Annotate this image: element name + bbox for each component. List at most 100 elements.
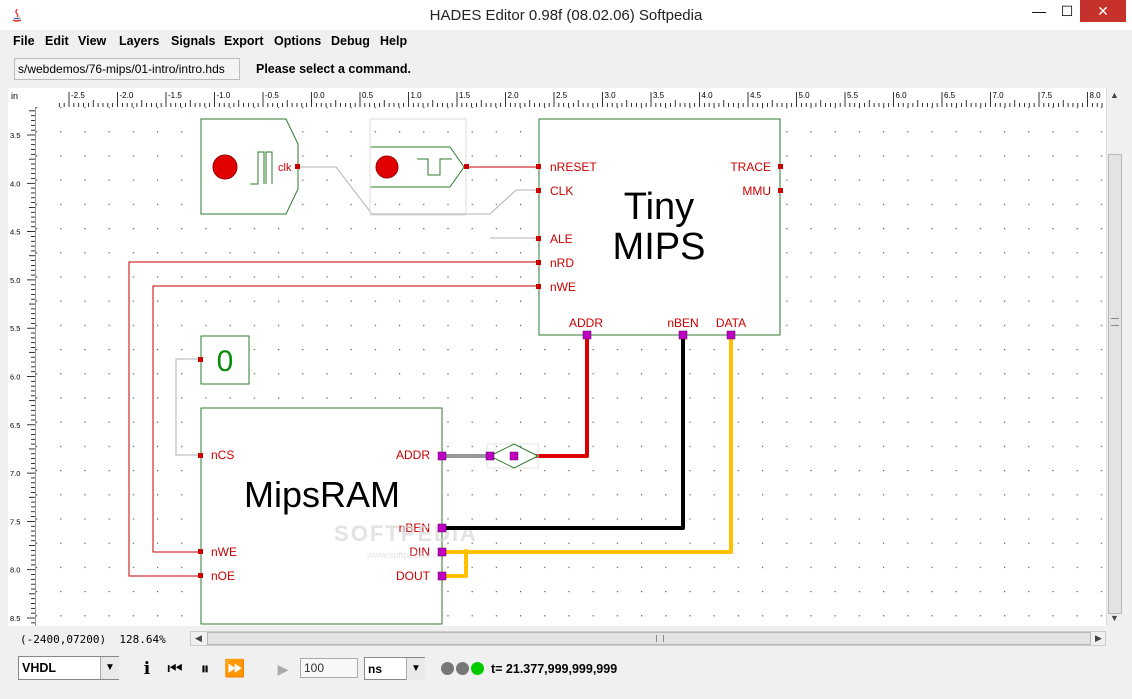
menu-view[interactable]: View — [78, 34, 107, 48]
clock-wire — [298, 166, 539, 215]
constant-value: 0 — [217, 345, 234, 378]
port-ncs: nCS — [211, 448, 234, 462]
fast-forward-button[interactable]: ⏩ — [224, 659, 246, 678]
ruler-tick-label: 1.0 — [411, 91, 423, 100]
ruler-tick-label: 7.0 — [10, 469, 20, 478]
port-noe: nOE — [211, 569, 235, 583]
port-mmu: MMU — [742, 184, 771, 198]
close-button[interactable]: ✕ — [1080, 0, 1126, 22]
schematic-canvas[interactable]: clk Tiny MIPS nRESET CLK ALE nRD nWE TRA… — [36, 107, 1106, 626]
ruler-tick-label: 5.5 — [10, 324, 20, 333]
port-data-cpu: DATA — [716, 316, 746, 330]
port-ale: ALE — [550, 232, 573, 246]
port-nrd: nRD — [550, 256, 574, 270]
reset-led-icon — [375, 155, 399, 179]
minimize-button[interactable]: — — [1032, 3, 1046, 19]
coords-value: (-2400,07200) — [20, 633, 107, 646]
port-nben-ram: nBEN — [399, 521, 430, 535]
menu-edit[interactable]: Edit — [45, 34, 69, 48]
menu-debug[interactable]: Debug — [331, 34, 370, 48]
ruler-tick-label: 4.0 — [702, 91, 714, 100]
menu-options[interactable]: Options — [274, 34, 322, 48]
dout-bus-yellow — [442, 552, 468, 578]
data-bus-yellow — [442, 335, 733, 554]
menu-signals[interactable]: Signals — [171, 34, 216, 48]
language-select[interactable]: ▼ — [18, 656, 119, 680]
port-nreset: nRESET — [550, 160, 597, 174]
command-status-message: Please select a command. — [256, 62, 411, 76]
vertical-ruler-svg: 3.54.04.55.05.56.06.57.07.58.08.5 — [10, 110, 35, 624]
ruler-tick-label: -1.0 — [217, 91, 231, 100]
softpedia-watermark: SOFTPEDIA — [334, 521, 478, 546]
nrd-noe-wire — [128, 261, 539, 577]
menu-help[interactable]: Help — [380, 34, 408, 48]
mips-ram-title: MipsRAM — [244, 474, 400, 515]
cpu-pins — [536, 164, 783, 289]
port-addr-cpu: ADDR — [569, 316, 603, 330]
schematic-svg[interactable]: clk Tiny MIPS nRESET CLK ALE nRD nWE TRA… — [36, 107, 1106, 626]
ruler-tick-label: 5.5 — [847, 91, 859, 100]
softpedia-watermark-url: www.softpedia.com — [366, 550, 445, 560]
java-app-icon — [12, 8, 22, 22]
ruler-tick-label: -2.0 — [120, 91, 134, 100]
info-button[interactable]: i — [143, 659, 151, 679]
pause-button[interactable]: ⏸ — [200, 659, 210, 678]
status-led-2 — [456, 662, 469, 675]
zoom-level: 128.64% — [119, 633, 166, 646]
chevron-down-icon[interactable]: ▼ — [100, 657, 119, 679]
port-din: DIN — [409, 545, 430, 559]
chevron-down-icon[interactable]: ▼ — [406, 658, 425, 680]
reset-button-component[interactable] — [369, 118, 469, 216]
ruler-unit-label: in — [11, 91, 19, 101]
mips-ram-component[interactable]: MipsRAM nCS nWE nOE ADDR nBEN DIN DOUT — [198, 407, 443, 625]
ruler-tick-label: 2.5 — [556, 91, 568, 100]
port-addr-ram: ADDR — [396, 448, 430, 462]
ruler-tick-label: 1.5 — [459, 91, 471, 100]
nben-bus-black — [442, 335, 685, 530]
constant-display[interactable]: 0 — [198, 335, 250, 385]
menu-layers[interactable]: Layers — [119, 34, 160, 48]
port-nwe: nWE — [550, 280, 576, 294]
port-nben-cpu: nBEN — [667, 316, 698, 330]
ruler-tick-label: 5.0 — [799, 91, 811, 100]
port-clk: CLK — [550, 184, 573, 198]
tiny-mips-component[interactable]: Tiny MIPS nRESET CLK ALE nRD nWE TRACE M… — [536, 118, 783, 336]
ruler-tick-label: -2.5 — [71, 91, 85, 100]
nwe-wire — [152, 285, 539, 553]
ruler-tick-label: 4.5 — [10, 228, 20, 237]
menu-export[interactable]: Export — [224, 34, 264, 48]
time-unit-select[interactable]: ▼ — [364, 657, 425, 680]
window-title: HADES Editor 0.98f (08.02.06) Softpedia — [429, 7, 703, 24]
ruler-tick-label: 8.0 — [10, 566, 20, 575]
vertical-ruler-ticks: 3.54.04.55.05.56.06.57.07.58.08.5 — [10, 110, 35, 624]
mips-ram-outline — [200, 407, 443, 625]
ruler-tick-label: 2.0 — [508, 91, 520, 100]
ram-pins — [198, 453, 203, 578]
clock-led-icon — [212, 154, 238, 180]
ruler-corner: in — [8, 88, 35, 107]
step-button[interactable]: ▶ — [277, 661, 289, 677]
time-step-input[interactable]: 100 — [300, 658, 358, 678]
scroll-right-arrow[interactable]: ▶ — [1095, 633, 1102, 643]
maximize-button[interactable]: ☐ — [1060, 3, 1074, 19]
file-path-field[interactable]: s/webdemos/76-mips/01-intro/intro.hds — [14, 58, 240, 80]
clock-generator[interactable]: clk — [200, 118, 300, 215]
rewind-button[interactable]: ⏮ — [167, 659, 183, 678]
vertical-scroll-thumb[interactable] — [1108, 154, 1122, 614]
ruler-tick-label: 6.0 — [896, 91, 908, 100]
menu-file[interactable]: File — [13, 34, 35, 48]
scroll-left-arrow[interactable]: ◀ — [195, 633, 202, 643]
scroll-up-arrow[interactable]: ▲ — [1110, 90, 1119, 100]
clock-waveform-icon — [250, 151, 265, 185]
scroll-down-arrow[interactable]: ▼ — [1110, 613, 1119, 623]
ruler-tick-label: 3.0 — [605, 91, 617, 100]
horizontal-scroll-thumb[interactable] — [207, 632, 1091, 645]
ruler-tick-label: 7.5 — [10, 517, 20, 526]
ruler-tick-label: 4.5 — [750, 91, 762, 100]
simulation-time: t= 21.377,999,999,999 — [491, 662, 618, 676]
bus-pins — [437, 330, 736, 581]
menu-bar: File Edit View Layers Signals Export Opt… — [0, 30, 1132, 52]
